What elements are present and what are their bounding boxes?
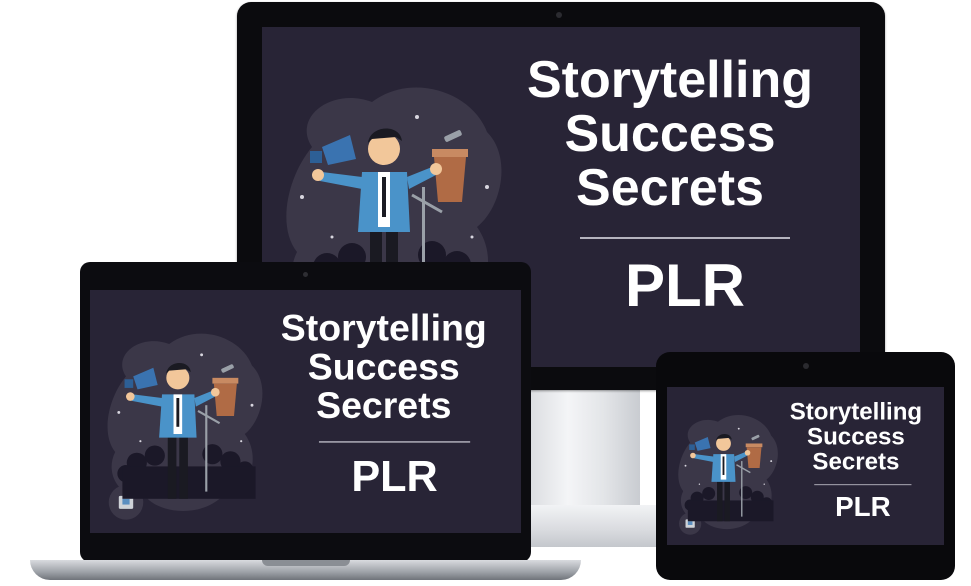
laptop-camera-icon xyxy=(303,272,308,277)
tablet-screen: Storytelling Success Secrets PLR xyxy=(667,387,944,545)
title-line-2: Success xyxy=(307,346,460,388)
product-title: Storytelling Success Secrets xyxy=(520,53,820,215)
title-divider xyxy=(580,237,790,239)
monitor-camera-icon xyxy=(556,12,562,18)
monitor-stand-neck xyxy=(520,390,640,510)
title-line-3: Secrets xyxy=(812,448,900,475)
product-title: Storytelling Success Secrets xyxy=(786,399,925,474)
product-subtitle: PLR xyxy=(835,491,891,523)
title-line-3: Secrets xyxy=(576,159,764,217)
title-divider xyxy=(318,441,471,443)
product-subtitle: PLR xyxy=(625,252,745,319)
speaker-illustration-icon xyxy=(107,333,263,520)
laptop-screen: Storytelling Success Secrets PLR xyxy=(90,290,521,533)
product-title: Storytelling Success Secrets xyxy=(276,309,492,426)
tablet-camera-icon xyxy=(803,363,809,369)
title-line-2: Success xyxy=(564,105,776,163)
title-divider xyxy=(814,484,912,486)
product-subtitle: PLR xyxy=(351,452,438,501)
title-line-3: Secrets xyxy=(316,385,452,427)
title-line-1: Storytelling xyxy=(280,307,487,350)
title-line-1: Storytelling xyxy=(526,51,814,109)
title-line-1: Storytelling xyxy=(789,398,923,425)
laptop-opening-notch xyxy=(262,560,350,566)
laptop-base xyxy=(30,560,581,580)
speaker-illustration-icon xyxy=(678,415,778,535)
title-line-2: Success xyxy=(807,423,905,450)
